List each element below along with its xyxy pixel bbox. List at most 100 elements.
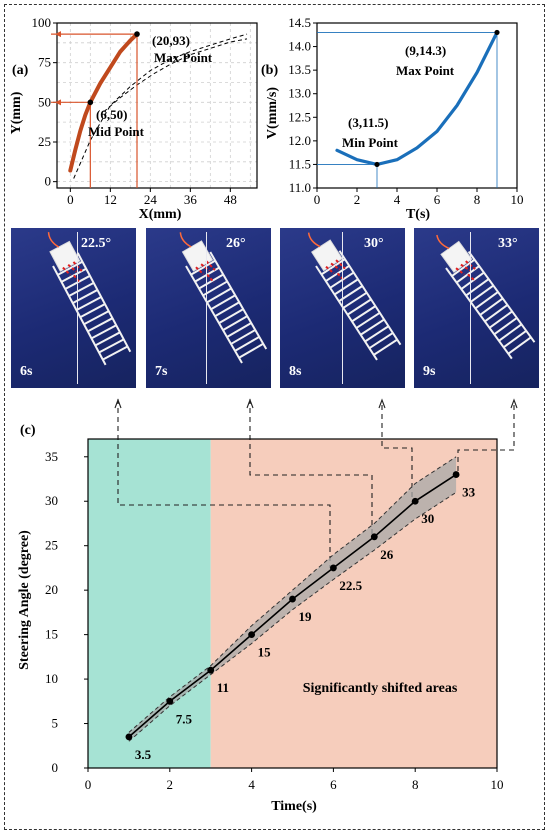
data-label: 3.5 (135, 747, 152, 762)
x-tick-label: 8 (474, 192, 481, 207)
robot-rung (351, 305, 376, 323)
y-tick-label: 14.0 (288, 39, 311, 54)
y-tick-label: 14.5 (288, 15, 311, 30)
robot-cable (47, 232, 60, 248)
data-label: 7.5 (176, 711, 193, 726)
x-tick-label: 4 (394, 192, 401, 207)
y-tick-label: 12.5 (288, 109, 311, 124)
data-label: 11 (217, 680, 229, 695)
robot-rail (185, 265, 243, 364)
y-axis-label-c: Steering Angle (degree) (17, 530, 32, 670)
robot-rung (226, 322, 252, 338)
robot-rung (320, 258, 346, 276)
robot-rung (455, 265, 480, 284)
robot-rail (315, 265, 378, 361)
robot-rung (503, 330, 527, 349)
data-label: 26 (380, 547, 394, 562)
robot-drawing (179, 232, 268, 364)
x-axis-label-c: Time(s) (271, 799, 317, 814)
y-tick-label: 20 (45, 582, 58, 597)
data-point (370, 533, 378, 541)
x-tick-label: 48 (224, 192, 237, 207)
robot-rung (57, 260, 83, 276)
photo-angle: 30° (364, 236, 384, 251)
plot-frame (316, 22, 518, 189)
robot-marker (195, 260, 216, 283)
x-tick-label: 0 (67, 192, 74, 207)
robot-rung (202, 280, 228, 297)
robot-rung (360, 318, 385, 336)
robot-marker (325, 259, 346, 282)
robot-rung (102, 345, 128, 361)
data-point (207, 666, 215, 674)
robot-rung (507, 336, 532, 355)
x-tick-label: 0 (85, 777, 92, 792)
x-tick-label: 36 (184, 192, 198, 207)
region-label: Significantly shifted areas (303, 681, 458, 696)
arrow-head (55, 99, 61, 106)
robot-rung (474, 291, 499, 310)
annotation-max-coord-a: (20,93) (152, 33, 190, 48)
photo-6s: 22.5° 6s (11, 228, 136, 388)
x-tick-label: 6 (330, 777, 337, 792)
robot-rung (214, 301, 240, 318)
dashed-bound-curve (73, 33, 248, 179)
robot-rung (470, 284, 494, 303)
connector-arrow (246, 398, 254, 409)
data-point (374, 161, 380, 168)
panel-label-b: (b) (261, 63, 278, 78)
photo-time: 7s (155, 364, 168, 379)
photo-angle: 26° (226, 236, 246, 251)
annotation-mid-coord-a: (6,50) (96, 107, 127, 122)
y-tick-label: 0 (52, 760, 59, 775)
y-tick-label: 11.5 (289, 156, 311, 171)
robot-rail (209, 251, 268, 350)
robot-rung (83, 310, 110, 326)
x-tick-label: 24 (144, 192, 158, 207)
robot-cable (436, 234, 450, 250)
data-point (330, 564, 337, 572)
data-point (87, 99, 94, 106)
y-tick-label: 50 (38, 94, 51, 109)
robot-rung (198, 273, 224, 290)
y-tick-label: 25 (45, 538, 58, 553)
y-tick-label: 25 (38, 134, 51, 149)
robot-rung (79, 303, 106, 319)
y-tick-label: 35 (45, 449, 58, 464)
robot-drawing (436, 234, 536, 360)
robot-rung (342, 291, 368, 309)
robot-rung (222, 315, 248, 331)
photo-time: 9s (423, 364, 436, 379)
y-tick-label: 100 (32, 15, 52, 30)
connector-line (117, 399, 331, 568)
robot-rung (206, 287, 232, 304)
robot-rung (373, 338, 398, 356)
y-tick-label: 0 (45, 174, 52, 189)
robot-rung (355, 311, 381, 329)
figure-frame (4, 4, 545, 830)
y-tick-label: 12.0 (288, 133, 311, 148)
y-tick-label: 11.0 (289, 180, 311, 195)
robot-rung (347, 298, 372, 316)
reference-line (77, 232, 78, 384)
robot-rung (484, 304, 509, 323)
connector-arrow (114, 398, 122, 409)
data-point (134, 31, 140, 37)
annotation-min-coord-b: (3,11.5) (348, 115, 388, 130)
robot-rung (488, 310, 513, 329)
data-label: 33 (462, 485, 476, 500)
robot-rail (467, 250, 536, 343)
y-tick-label: 15 (45, 627, 58, 642)
reference-line (470, 232, 471, 384)
photo-time: 6s (20, 364, 33, 379)
robot-rung (333, 278, 359, 296)
photo-9s: 33° 9s (414, 228, 539, 388)
robot-rung (68, 281, 95, 297)
robot-marker (455, 260, 477, 282)
x-axis-label-a: X(mm) (139, 207, 182, 222)
y-axis-label-b: V(mm/s) (265, 87, 280, 139)
robot-rung (190, 259, 216, 276)
data-label: 30 (421, 511, 434, 526)
